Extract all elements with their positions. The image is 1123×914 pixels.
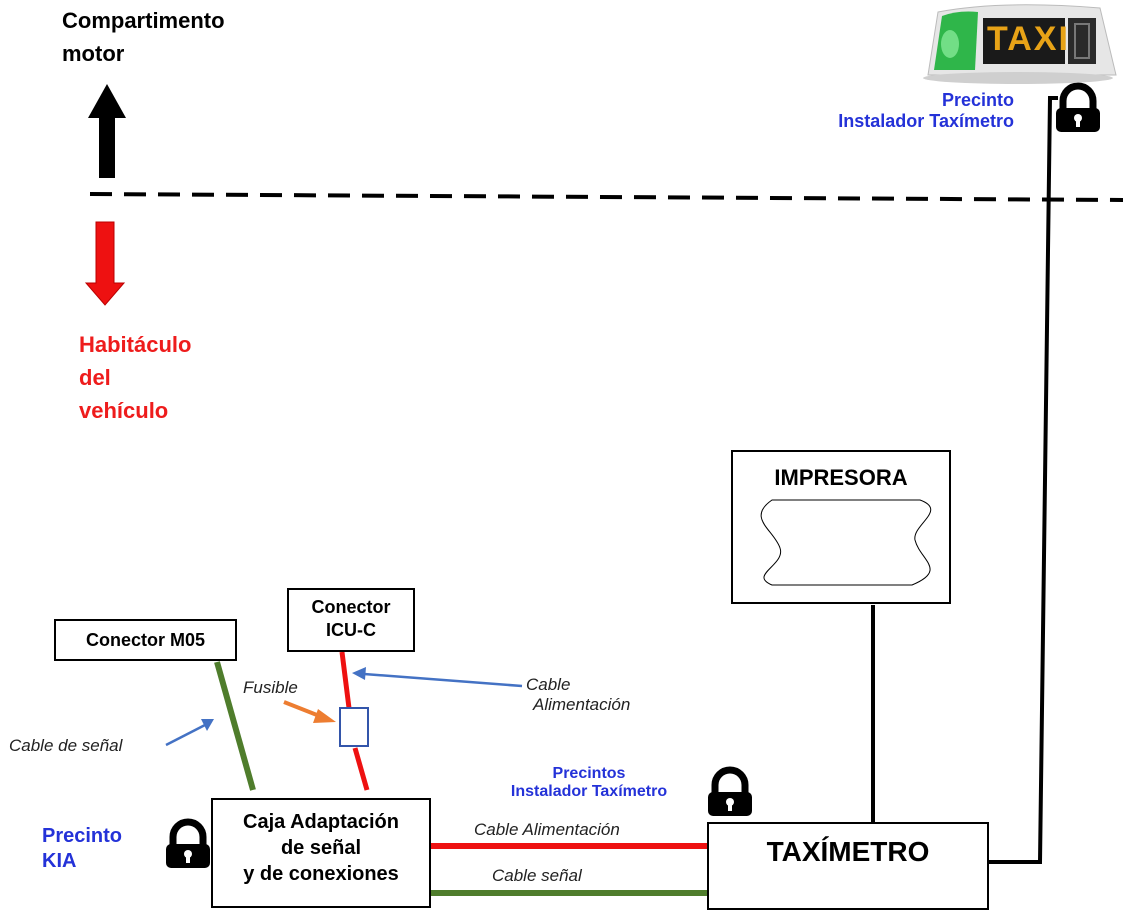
padlock-icon <box>166 818 210 868</box>
signal-cable-pointer <box>165 723 206 747</box>
taxi-light-icon <box>923 4 1117 84</box>
icu-power-cable-bottom <box>352 747 370 791</box>
fuse-label: Fusible <box>243 678 298 697</box>
signal-cable-pointer-head <box>201 719 214 731</box>
padlock-icon <box>1056 82 1100 132</box>
printer-label: IMPRESORA <box>774 465 908 490</box>
power-cable-pointer-head <box>352 667 366 680</box>
power-cable-pointer <box>363 672 523 688</box>
fuse-icon <box>339 707 369 747</box>
power-cable-top-label: Cable Alimentación <box>526 675 631 714</box>
cabin-label: Habitáculo del vehículo <box>79 332 192 423</box>
m05-signal-cable <box>214 661 256 791</box>
taximeter-seals-label: Precintos Instalador Taxímetro <box>510 765 668 801</box>
fuse-pointer-head <box>313 709 336 723</box>
down-arrow-icon <box>84 221 126 306</box>
compartment-divider <box>89 192 1123 202</box>
taxi-sign-text: TAXI <box>987 20 1070 58</box>
engine-compartment-label: Compartimento motor <box>62 8 225 67</box>
taximeter-label: TAXÍMETRO <box>766 836 930 867</box>
adapter-box: Caja Adaptación de señal y de conexiones <box>211 798 431 908</box>
taxi-light-cable <box>988 96 1058 864</box>
printer-box: IMPRESORA <box>731 450 951 604</box>
fuse-pointer <box>283 700 323 719</box>
icu-power-cable-top <box>339 651 352 709</box>
connector-m05-box: Conector M05 <box>54 619 237 661</box>
signal-cable-label: Cable señal <box>492 866 582 885</box>
signal-cable-left-label: Cable de señal <box>9 736 123 755</box>
taxi-light-seal-label: Precinto Instalador Taxímetro <box>838 90 1014 131</box>
taximeter-box: TAXÍMETRO <box>707 822 989 910</box>
power-cable-label: Cable Alimentación <box>474 820 620 839</box>
kia-seal-label: Precinto KIA <box>42 825 123 872</box>
padlock-icon <box>708 766 752 816</box>
connector-m05-label: Conector M05 <box>85 630 206 650</box>
connector-icu-box: Conector ICU-C <box>287 588 415 652</box>
connector-icu-label: Conector ICU-C <box>311 597 391 640</box>
adapter-box-label: Caja Adaptación de señal y de conexiones <box>243 811 399 885</box>
up-arrow-icon <box>88 84 126 178</box>
